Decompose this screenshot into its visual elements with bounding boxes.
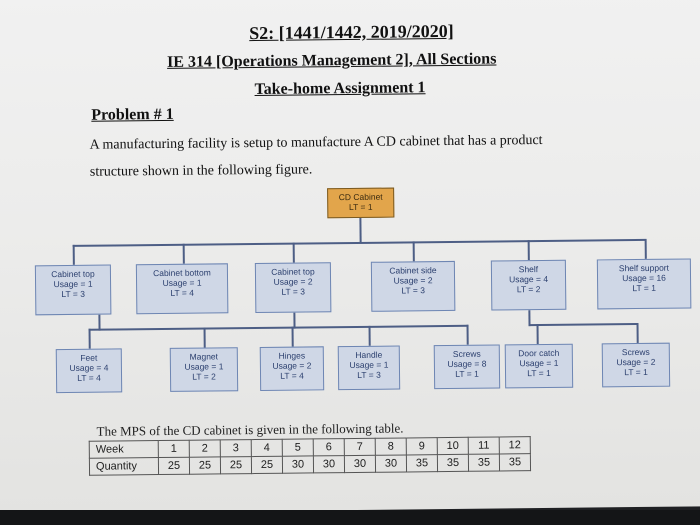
- node-usage: Usage = 1: [519, 357, 559, 369]
- node-usage: Usage = 2: [272, 360, 312, 371]
- node-usage: Usage = 1: [184, 361, 224, 372]
- connector: [466, 324, 469, 345]
- node-lead-time: LT = 2: [516, 284, 541, 295]
- connector: [412, 241, 415, 262]
- node-shelf: Shelf Usage = 4 LT = 2: [490, 259, 567, 311]
- week-cell: 2: [189, 439, 221, 458]
- node-lead-time: LT = 1: [632, 282, 656, 294]
- node-lead-time: LT = 4: [280, 370, 304, 381]
- node-usage: Usage = 1: [349, 359, 389, 371]
- node-name: Handle: [355, 349, 383, 360]
- connector: [72, 244, 75, 265]
- connector: [88, 328, 91, 349]
- node-name: CD Cabinet: [338, 191, 383, 203]
- quantity-cell: 35: [468, 453, 500, 472]
- week-cell: 3: [220, 439, 252, 457]
- week-cell: 7: [344, 438, 376, 456]
- node-lead-time: LT = 1: [624, 366, 648, 378]
- connector: [636, 323, 639, 344]
- quantity-cell: 25: [189, 456, 221, 475]
- week-cell: 6: [313, 438, 345, 456]
- node-usage: Usage = 4: [69, 362, 109, 373]
- node-usage: Usage = 8: [447, 358, 487, 370]
- node-cabinet-top-2: Cabinet top Usage = 2 LT = 3: [254, 262, 332, 314]
- quantity-cell: 30: [313, 455, 345, 473]
- node-name: Hinges: [278, 350, 306, 361]
- node-lead-time: LT = 4: [170, 287, 194, 298]
- quantity-cell: 30: [282, 455, 314, 474]
- level2-bus-left: [88, 324, 469, 331]
- node-lead-time: LT = 4: [77, 372, 101, 383]
- node-magnet: Magnet Usage = 1 LT = 2: [169, 347, 239, 392]
- connector: [203, 327, 206, 348]
- connector: [291, 326, 294, 347]
- week-cell: 9: [406, 437, 438, 455]
- node-usage: Usage = 2: [616, 356, 656, 368]
- root-connector: [359, 217, 362, 243]
- week-cell: 4: [251, 439, 283, 457]
- node-cabinet-top-1: Cabinet top Usage = 1 LT = 3: [34, 264, 112, 316]
- quantity-cell: 25: [158, 457, 190, 475]
- connector: [644, 238, 647, 259]
- quantity-cell: 25: [251, 456, 283, 474]
- document-page: S2: [1441/1442, 2019/2020] IE 314 [Opera…: [0, 0, 700, 514]
- node-lead-time: LT = 1: [348, 201, 373, 213]
- week-cell: 5: [282, 438, 314, 457]
- node-cabinet-side: Cabinet side Usage = 2 LT = 3: [370, 260, 456, 312]
- quantity-cell: 30: [344, 455, 376, 473]
- node-feet: Feet Usage = 4 LT = 4: [55, 348, 123, 394]
- connector: [292, 242, 295, 263]
- connector: [182, 243, 185, 264]
- node-door-catch: Door catch Usage = 1 LT = 1: [504, 343, 574, 389]
- node-handle: Handle Usage = 1 LT = 3: [337, 345, 401, 391]
- node-lead-time: LT = 1: [527, 367, 551, 379]
- node-name: Screws: [621, 346, 650, 358]
- quantity-cell: 30: [375, 454, 407, 473]
- week-label: Week: [89, 440, 159, 459]
- week-cell: 10: [437, 437, 469, 455]
- quantity-cell: 35: [406, 454, 438, 472]
- quantity-label: Quantity: [89, 457, 159, 476]
- node-shelf-support: Shelf support Usage = 16 LT = 1: [596, 258, 692, 310]
- node-name: Magnet: [189, 351, 219, 362]
- node-name: Screws: [452, 348, 481, 359]
- quantity-cell: 35: [499, 453, 531, 471]
- node-lead-time: LT = 3: [61, 288, 86, 300]
- photo-edge-shadow: [0, 510, 700, 525]
- connector: [536, 324, 539, 345]
- node-name: Feet: [80, 352, 98, 363]
- node-name: Door catch: [518, 347, 560, 359]
- node-lead-time: LT = 2: [192, 371, 216, 382]
- node-lead-time: LT = 3: [357, 369, 381, 380]
- week-cell: 11: [468, 436, 500, 455]
- week-cell: 1: [158, 440, 190, 458]
- mps-table: Week 1 2 3 4 5 6 7 8 9 10 11 12 Quantity…: [89, 436, 531, 476]
- node-hinges: Hinges Usage = 2 LT = 4: [259, 346, 325, 391]
- node-lead-time: LT = 1: [455, 368, 479, 379]
- node-screws-2: Screws Usage = 2 LT = 1: [601, 342, 671, 388]
- node-screws-8: Screws Usage = 8 LT = 1: [433, 344, 501, 390]
- week-cell: 12: [499, 436, 531, 454]
- quantity-cell: 25: [220, 456, 252, 474]
- node-cd-cabinet: CD Cabinet LT = 1: [327, 187, 395, 219]
- node-lead-time: LT = 3: [281, 286, 305, 297]
- node-lead-time: LT = 3: [401, 285, 425, 296]
- node-cabinet-bottom: Cabinet bottom Usage = 1 LT = 4: [135, 263, 229, 315]
- connector: [368, 325, 371, 346]
- week-cell: 8: [375, 437, 407, 456]
- quantity-cell: 35: [437, 454, 469, 472]
- connector: [527, 240, 530, 261]
- level2-bus-right: [528, 323, 639, 327]
- mps-caption: The MPS of the CD cabinet is given in th…: [96, 420, 404, 439]
